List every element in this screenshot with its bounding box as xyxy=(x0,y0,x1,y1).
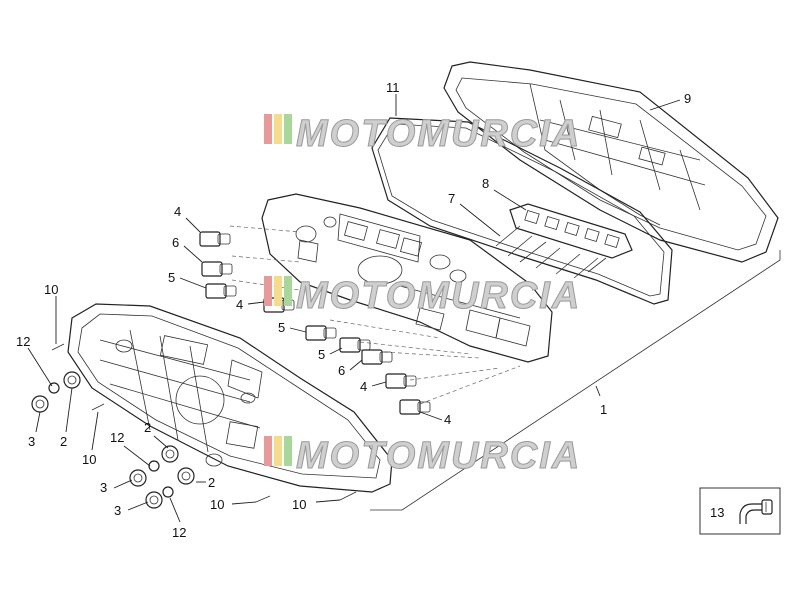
front-housing xyxy=(67,303,393,493)
watermark-top: MOTOMURCIA xyxy=(264,113,581,156)
callout-6-right: 6 xyxy=(338,363,345,378)
watermark-text: MOTOMURCIA xyxy=(296,113,581,155)
watermark-stripe-yellow xyxy=(274,436,282,466)
watermark-text: MOTOMURCIA xyxy=(296,275,581,317)
circuit-board xyxy=(261,193,553,363)
callout-4-top: 4 xyxy=(174,204,181,219)
bulb-holders-right xyxy=(305,325,431,415)
rear-cover-part-9 xyxy=(443,61,779,263)
callout-4-right: 4 xyxy=(360,379,367,394)
watermark-stripe-yellow xyxy=(274,276,282,306)
callout-4-mid: 4 xyxy=(236,297,243,312)
screws-part-7 xyxy=(495,225,607,279)
callout-11: 11 xyxy=(386,80,400,95)
callout-13: 13 xyxy=(710,505,724,520)
assembly-bracket-part-1 xyxy=(370,250,781,511)
fasteners-bottom xyxy=(129,445,357,509)
watermark-stripe-green xyxy=(284,436,292,466)
callout-2-right: 2 xyxy=(208,475,215,490)
callout-5-mid: 5 xyxy=(278,320,285,335)
callout-12-left: 12 xyxy=(16,334,30,349)
button-strip-part-8 xyxy=(509,203,633,259)
watermark-bottom: MOTOMURCIA xyxy=(264,435,581,478)
watermark-stripe-yellow xyxy=(274,114,282,144)
fasteners-left xyxy=(31,343,105,413)
callout-12-bottom: 12 xyxy=(172,525,186,540)
callout-5-left: 5 xyxy=(168,270,175,285)
watermark-text: MOTOMURCIA xyxy=(296,435,581,477)
callouts: 11 9 8 7 4 6 5 4 5 5 6 4 4 1 10 12 3 xyxy=(16,80,691,540)
callout-10-left: 10 xyxy=(82,452,96,467)
kit-box-part-13: 13 xyxy=(699,487,781,535)
callout-12-mid: 12 xyxy=(110,430,124,445)
callout-9: 9 xyxy=(684,91,691,106)
callout-5-right: 5 xyxy=(318,347,325,362)
bulb-holders-left xyxy=(199,231,295,313)
callout-10-topleft: 10 xyxy=(44,282,58,297)
watermark-stripe-red xyxy=(264,436,272,466)
watermark-stripe-red xyxy=(264,276,272,306)
watermark-stripe-red xyxy=(264,114,272,144)
callout-4-bottom: 4 xyxy=(444,412,451,427)
connector-plug-icon xyxy=(739,499,773,524)
callout-3-left: 3 xyxy=(28,434,35,449)
callout-1: 1 xyxy=(600,402,607,417)
seal-gasket-part-11 xyxy=(371,117,673,305)
callout-3-mid: 3 xyxy=(100,480,107,495)
callout-2-left: 2 xyxy=(60,434,67,449)
callout-2-mid: 2 xyxy=(144,420,151,435)
callout-6-left: 6 xyxy=(172,235,179,250)
watermark-stripe-green xyxy=(284,114,292,144)
watermark-mid: MOTOMURCIA xyxy=(264,275,581,318)
watermark-stripe-green xyxy=(284,276,292,306)
callout-7: 7 xyxy=(448,191,455,206)
callout-10-bottom-right: 10 xyxy=(292,497,306,512)
callout-3-bottom: 3 xyxy=(114,503,121,518)
callout-8: 8 xyxy=(482,176,489,191)
callout-10-bottom-left: 10 xyxy=(210,497,224,512)
